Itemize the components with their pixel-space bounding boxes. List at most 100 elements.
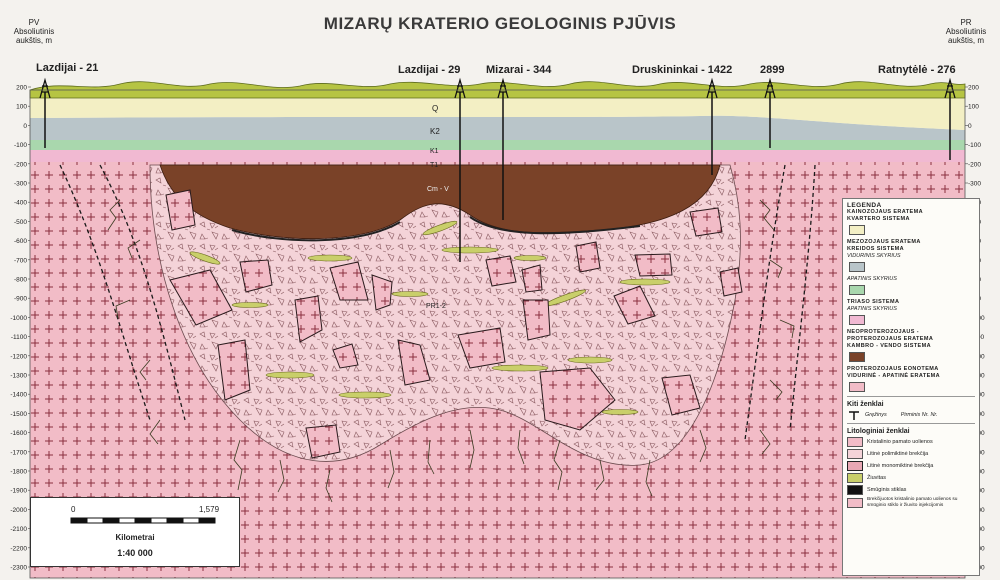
left-axis-line2: aukštis, m xyxy=(15,36,52,45)
well-label-2899: 2899 xyxy=(760,64,785,76)
scale-unit: Kilometrai xyxy=(115,533,154,542)
right-tick-label: 100 xyxy=(968,104,979,111)
left-tick-label: -500 xyxy=(14,219,27,226)
legend-neo-head-1: NEOPROTEROZOJAUS - xyxy=(847,329,919,335)
legend-swatch-brecciated xyxy=(847,497,863,508)
legend-apatinis-1: APATINIS SKYRIUS xyxy=(847,276,897,282)
legend-row-lito3: Litinė monomiktinė brekčija xyxy=(847,461,975,471)
left-tick-label: -1500 xyxy=(10,411,27,418)
scale-bar-segments xyxy=(70,517,216,524)
right-tick-label: -100 xyxy=(968,142,981,149)
left-tick-label: -700 xyxy=(14,257,27,264)
legend-lito-title: Litologiniai ženklai xyxy=(847,428,910,435)
left-tick-label: -600 xyxy=(14,238,27,245)
legend-kaino-sub: KVARTERO SISTEMA xyxy=(847,216,910,222)
legend-divider xyxy=(847,396,975,397)
legend-row-lito4: Žiuvitas xyxy=(847,473,975,483)
fracture-network xyxy=(107,199,795,503)
legend-lito3-text: Litinė monomiktinė brekčija xyxy=(867,462,934,469)
legend-divider-2 xyxy=(847,423,975,424)
impact-glass-rim xyxy=(231,221,401,242)
left-axis-title: PV Absoliutinis aukštis, m xyxy=(4,18,64,45)
legend-swatch-k1 xyxy=(849,285,865,295)
suevite-lenses xyxy=(189,220,671,415)
well-label-mizarai-344: Mizarai - 344 xyxy=(486,64,552,76)
left-tick-label: -2000 xyxy=(10,507,27,514)
legend-swatch-quaternary xyxy=(849,225,865,235)
right-tick-label: -200 xyxy=(968,161,981,168)
layer-label-t1: T1 xyxy=(430,162,438,169)
layer-label-pr: PR1-2 xyxy=(426,303,446,310)
legend-well-num: Pirminis Nr. Nr. xyxy=(900,411,938,418)
layer-label-k2: K2 xyxy=(430,127,440,136)
left-tick-label: -1800 xyxy=(10,469,27,476)
scale-max: 1,579 xyxy=(199,505,220,514)
impact-glass-rim-right xyxy=(469,216,641,235)
legend-mezo-sub: KREIDOS SISTEMA xyxy=(847,246,905,252)
right-tick-label: 0 xyxy=(968,123,972,130)
legend-neo-sub: KAMBRO - VENDO SISTEMA xyxy=(847,343,931,349)
left-tick-label: -2100 xyxy=(10,526,27,533)
legend-kaino-head: KAINOZOJAUS ERATEMA xyxy=(847,209,923,215)
left-tick-label: 100 xyxy=(16,104,27,111)
well-symbol-icon xyxy=(849,411,859,420)
right-tick-label: -300 xyxy=(968,181,981,188)
figure-title: MIZARŲ KRATERIO GEOLOGINIS PJŪVIS xyxy=(323,14,677,33)
left-tick-label: -1600 xyxy=(10,430,27,437)
left-tick-label: 0 xyxy=(23,123,27,130)
layer-quaternary xyxy=(30,98,965,130)
legend-vidurinis: VIDURINIS SKYRIUS xyxy=(847,253,901,259)
right-axis-line2: aukštis, m xyxy=(947,36,984,45)
left-tick-label: -1000 xyxy=(10,315,27,322)
scale-zero: 0 xyxy=(71,505,76,514)
legend-swatch-cambrian xyxy=(849,352,865,362)
legend-swatch-basement xyxy=(849,382,865,392)
well-shafts xyxy=(44,92,951,262)
left-tick-label: -400 xyxy=(14,200,27,207)
layer-cambrian-vendian xyxy=(159,164,721,240)
legend-row-lito1: Kristalinio pamato uolienos xyxy=(847,437,975,447)
layer-label-k1: K1 xyxy=(430,148,439,155)
legend-swatch-monomict xyxy=(847,461,863,471)
layer-label-q: Q xyxy=(432,104,438,113)
left-axis-line1: Absoliutinis xyxy=(13,27,55,36)
legend-swatch-t1 xyxy=(849,315,865,325)
legend-swatch-crystalline xyxy=(847,437,863,447)
right-tick-label: 200 xyxy=(968,85,979,92)
layer-k2 xyxy=(30,115,965,140)
left-tick-label: 200 xyxy=(16,85,27,92)
legend-row-well: Gręžinys Pirminis Nr. Nr. xyxy=(847,410,975,420)
left-axis-direction: PV xyxy=(28,18,40,27)
legend-panel: LEGENDA KAINOZOJAUS ERATEMA KVARTERO SIS… xyxy=(842,198,980,576)
well-label-ratnytele-276: Ratnytėlė - 276 xyxy=(878,64,956,76)
legend-row-lito5: Smūginis stiklas xyxy=(847,485,975,495)
legend-neo-head-2: PROTEROZOJAUS ERATEMA xyxy=(847,336,934,342)
right-axis-line1: Absoliutinis xyxy=(945,27,987,36)
left-tick-label: -1100 xyxy=(11,334,28,341)
left-tick-label: -1700 xyxy=(10,449,27,456)
left-tick-label: -2200 xyxy=(10,545,27,552)
layer-k1 xyxy=(30,138,965,150)
layer-label-cm-v: Cm - V xyxy=(427,186,449,193)
left-tick-label: -800 xyxy=(14,277,27,284)
fault-lines xyxy=(59,164,816,441)
legend-lito4-text: Žiuvitas xyxy=(867,474,886,481)
scale-bar-svg: 0 1,579 Kilometrai 1:40 000 xyxy=(70,505,220,558)
right-axis-direction: PR xyxy=(960,18,972,27)
legend-row-lito6: Brekčijuotos kristalinio pamato uolienos… xyxy=(847,497,975,508)
legend-mezo-head: MEZOZOJAUS ERATEMA xyxy=(847,239,921,245)
legend-row-lito2: Litinė polimiktinė brekčija xyxy=(847,449,975,459)
well-label-lazdijai-29: Lazdijai - 29 xyxy=(398,64,461,76)
legend-swatch-glass xyxy=(847,485,863,495)
basement-blocks xyxy=(165,189,743,459)
legend-lito5-text: Smūginis stiklas xyxy=(867,486,907,493)
left-tick-label: -2300 xyxy=(10,565,27,572)
legend-prot-sub: VIDURINĖ - APATINĖ ERATEMA xyxy=(847,373,941,379)
legend-apatinis-2: APATINIS SKYRIUS xyxy=(847,306,897,312)
scale-bar-panel: 0 1,579 Kilometrai 1:40 000 xyxy=(30,497,240,567)
left-tick-label: -100 xyxy=(14,142,27,149)
scale-ratio: 1:40 000 xyxy=(117,548,153,558)
left-tick-label: -1400 xyxy=(10,392,27,399)
legend-lito6-text: Brekčijuotos kristalinio pamato uolienos… xyxy=(867,497,958,508)
